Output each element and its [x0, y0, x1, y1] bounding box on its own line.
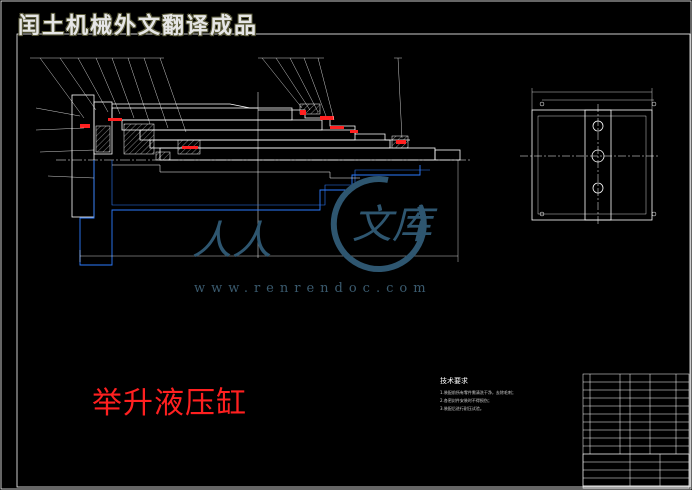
overlay-title: 闰土机械外文翻译成品 — [18, 14, 259, 39]
side-plate — [531, 109, 653, 221]
side-hole-center — [591, 149, 605, 163]
barrel-stage-1 — [112, 103, 258, 109]
title-block — [582, 373, 690, 489]
watermark-logo — [330, 176, 427, 273]
seal-6 — [350, 130, 358, 133]
gland-block-4 — [299, 103, 321, 115]
technical-note-3: 3.装配后进行耐压试验。 — [440, 406, 484, 411]
technical-note-1: 1.装配前所有零件需清洗干净，去除毛刺； — [440, 390, 516, 395]
rod-end — [434, 149, 461, 161]
watermark-ring — [330, 176, 427, 273]
cylinder-section-view — [30, 57, 470, 266]
base-lug — [93, 101, 113, 155]
seal-1 — [80, 124, 90, 128]
side-plate-inner — [537, 115, 647, 215]
drawing-title: 举升液压缸 — [92, 386, 247, 421]
corner-hole-bl — [539, 211, 545, 217]
side-boss — [584, 109, 612, 221]
seal-5 — [330, 126, 344, 129]
leader-lines — [30, 57, 403, 179]
piston-rod — [159, 147, 436, 161]
barrel-top-right — [258, 109, 410, 141]
barrel-lower-outline-2 — [111, 160, 430, 206]
base-flange — [71, 94, 95, 218]
seal-8 — [182, 146, 198, 149]
corner-hole-br — [651, 211, 657, 217]
corner-hole-tr — [651, 101, 657, 107]
corner-hole-tl — [539, 101, 545, 107]
watermark-text-left: 人人 — [192, 218, 272, 264]
gland-block-1 — [123, 123, 155, 155]
barrel-tube-3 — [139, 129, 356, 141]
seal-2 — [108, 118, 122, 121]
seal-3 — [300, 110, 306, 115]
technical-note-2: 2.各密封件安装时不得损伤； — [440, 398, 492, 403]
watermark-url: www.renrendoc.com — [194, 281, 432, 296]
technical-notes-title: 技术要求 — [440, 377, 468, 385]
watermark-text-right: 文库 — [352, 202, 432, 248]
side-hole-bottom — [592, 182, 604, 194]
seal-4 — [320, 116, 334, 120]
side-hole-top — [592, 120, 604, 132]
inner-frame — [16, 33, 691, 488]
barrel-lower-outline — [79, 160, 421, 266]
gland-block-3 — [155, 151, 171, 161]
seal-7 — [396, 140, 406, 144]
flange-hatch-area — [95, 125, 111, 153]
side-view — [520, 88, 660, 226]
barrel-lower-inner — [112, 164, 360, 179]
